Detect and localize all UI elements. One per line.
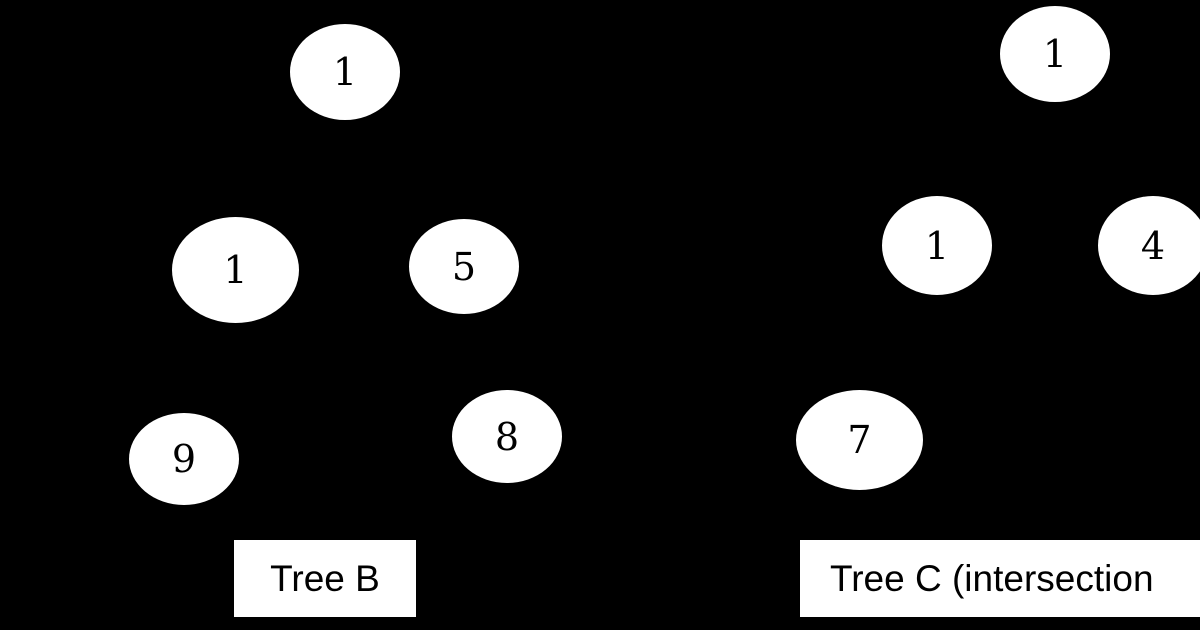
tree-b-root-node: 1 <box>290 24 400 120</box>
tree-c-root-node: 1 <box>1000 6 1110 102</box>
tree-c-right-node: 4 <box>1098 196 1200 295</box>
tree-c-caption: Tree C (intersection <box>800 540 1200 617</box>
tree-b-caption: Tree B <box>234 540 416 617</box>
tree-b-right-node: 5 <box>409 219 519 314</box>
tree-c-left-node: 1 <box>882 196 992 295</box>
node-label: 1 <box>332 50 358 94</box>
tree-c-left-left-node: 7 <box>796 390 923 490</box>
node-label: 1 <box>223 248 248 292</box>
tree-b-right-right-node: 8 <box>452 390 562 483</box>
node-label: 5 <box>451 244 477 289</box>
node-label: 1 <box>924 223 950 268</box>
node-label: 8 <box>494 414 520 459</box>
node-label: 7 <box>847 418 872 462</box>
node-label: 4 <box>1140 223 1166 268</box>
tree-b-left-left-node: 9 <box>129 413 239 505</box>
tree-b-left-node: 1 <box>172 217 299 323</box>
node-label: 1 <box>1042 32 1068 76</box>
node-label: 9 <box>171 437 197 481</box>
caption-text: Tree C (intersection <box>830 557 1154 599</box>
caption-text: Tree B <box>270 557 380 599</box>
